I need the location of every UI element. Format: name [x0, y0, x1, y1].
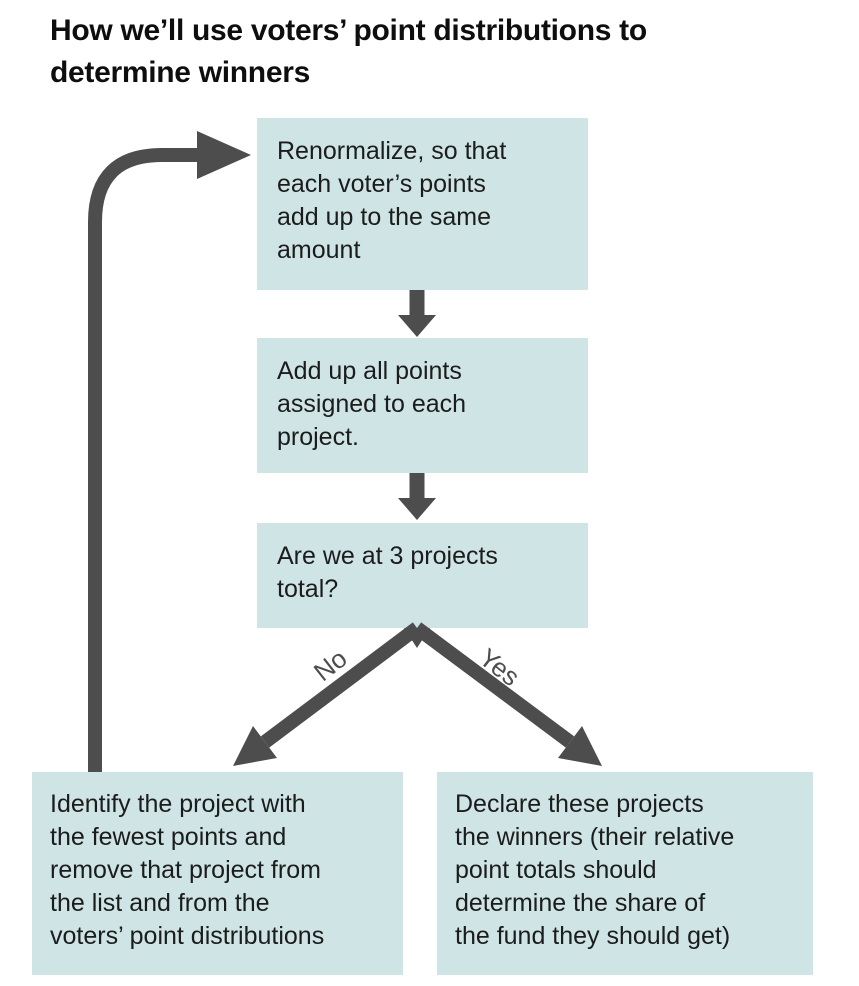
branch-no-arrowhead-icon [233, 726, 277, 766]
text-line: the fewest points and [50, 823, 287, 851]
down-arrowhead-1-icon [398, 315, 436, 337]
text-line: point totals should [455, 856, 657, 884]
text-line: Add up all points [277, 357, 462, 385]
branch-yes-arrowhead-icon [558, 726, 602, 766]
page-title: How we’ll use voters’ point distribution… [50, 10, 647, 94]
text-line: the fund they should get) [455, 922, 731, 950]
text-line: amount [277, 236, 361, 264]
text-line: voters’ point distributions [50, 922, 325, 950]
text-line: Renormalize, so that [277, 137, 507, 165]
loop-arrow [88, 148, 197, 772]
flow-step-decision: Are we at 3 projects total? [257, 523, 588, 628]
branch-no-label: No [307, 643, 353, 688]
text-line: assigned to each [277, 390, 467, 418]
text-line: the winners (their relative [455, 823, 735, 851]
text-line: the list and from the [50, 889, 270, 917]
page-title-line: determine winners [50, 56, 310, 89]
flow-step-yes-branch: Declare these projects the winners (thei… [437, 772, 813, 975]
branch-vertex [404, 628, 430, 648]
down-arrowhead-2-icon [398, 498, 436, 520]
page-title-line: How we’ll use voters’ point distribution… [50, 14, 647, 47]
text-line: determine the share of [455, 889, 706, 917]
text-line: total? [277, 575, 339, 603]
text-line: Identify the project with [50, 790, 306, 818]
branch-no-arrow [260, 622, 422, 748]
text-line: project. [277, 423, 359, 451]
text-line: add up to the same [277, 203, 492, 231]
text-line: each voter’s points [277, 170, 486, 198]
branch-yes-label: Yes [473, 642, 526, 692]
flow-step-renormalize: Renormalize, so that each voter’s points… [257, 118, 588, 290]
text-line: Declare these projects [455, 790, 704, 818]
text-line: remove that project from [50, 856, 321, 884]
flow-step-sum-points: Add up all points assigned to each proje… [257, 338, 588, 473]
loop-arrowhead-icon [197, 131, 251, 179]
flow-step-no-branch: Identify the project with the fewest poi… [32, 772, 403, 975]
text-line: Are we at 3 projects [277, 542, 498, 570]
